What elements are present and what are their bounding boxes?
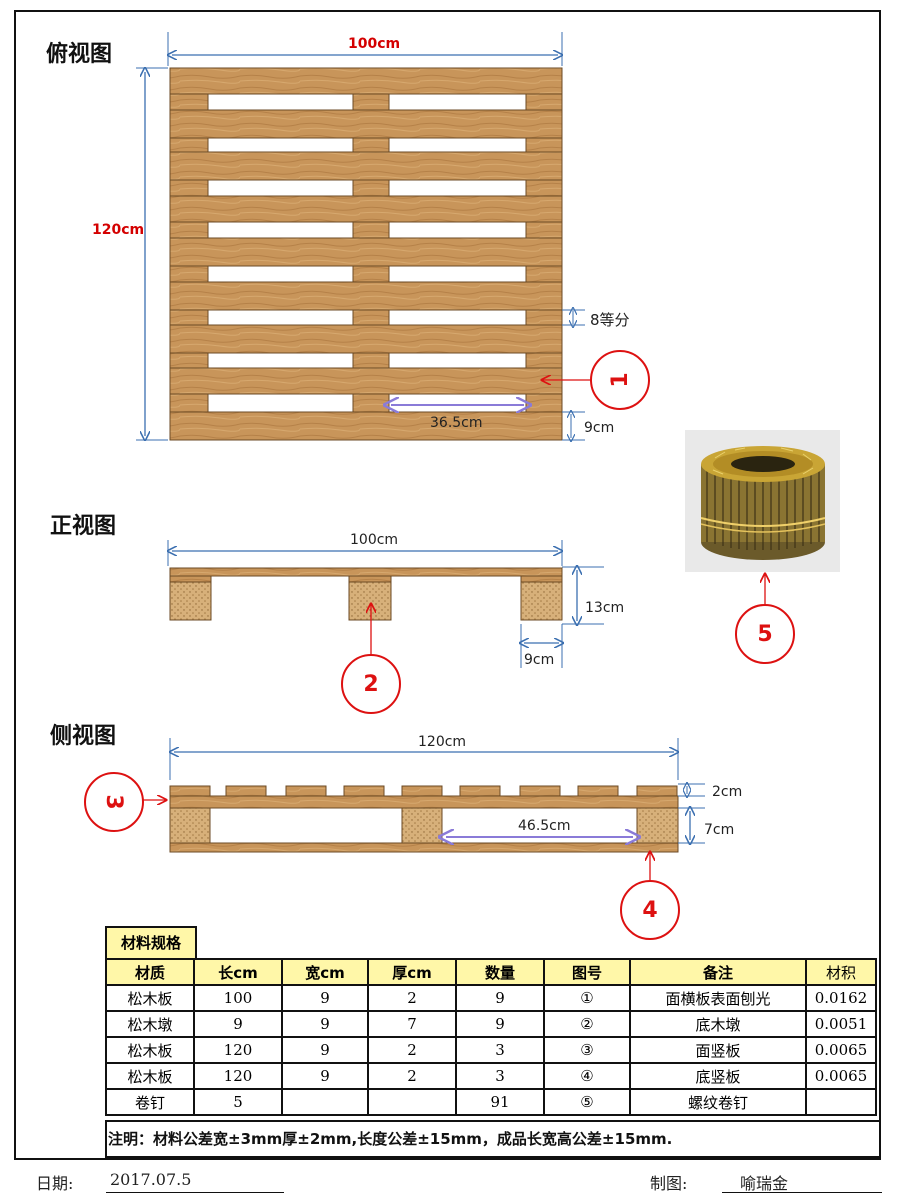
table-cell: 卷钉 [105,1088,195,1116]
table-cell: 松木板 [105,1062,195,1090]
table-cell: 底木墩 [629,1010,807,1038]
table-cell: 2 [367,1036,457,1064]
top-view [136,32,590,440]
front-view-title: 正视图 [50,514,117,539]
table-cell [367,1088,457,1116]
table-cell: 2 [367,984,457,1012]
table-row: 松木板 120 9 2 3 ③ 面竖板 0.0065 [105,1036,877,1064]
date-value: 2017.07.5 [110,1170,192,1189]
divisions-label: 8等分 [590,311,630,329]
front-view [168,540,604,668]
side-view-title: 侧视图 [50,724,117,749]
callout-1: 1 [590,350,650,410]
table-cell: 9 [281,1062,369,1090]
drawer-label: 制图: [650,1174,688,1193]
top-height-label: 120cm [92,222,145,238]
gap-span-label: 36.5cm [430,415,483,431]
top-width-label: 100cm [348,36,401,52]
header-cell: 图号 [543,958,631,986]
table-cell: 91 [455,1088,545,1116]
block-width-label: 9cm [524,652,555,668]
table-cell: 面横板表面刨光 [629,984,807,1012]
table-row: 松木板 100 9 2 9 ① 面横板表面刨光 0.0162 [105,984,877,1012]
side-view [140,574,765,880]
table-cell: 松木板 [105,1036,195,1064]
header-cell: 材积 [805,958,877,986]
table-cell: ① [543,984,631,1012]
table-cell: 9 [193,1010,283,1038]
header-cell: 备注 [629,958,807,986]
callout-5: 5 [735,604,795,664]
table-cell: 3 [455,1062,545,1090]
table-cell: ② [543,1010,631,1038]
note-box [105,1120,881,1158]
table-row: 松木板 120 9 2 3 ④ 底竖板 0.0065 [105,1062,877,1090]
header-cell: 材质 [105,958,195,986]
date-underline [106,1192,284,1193]
side-board-label: 2cm [712,784,743,800]
table-cell: 松木墩 [105,1010,195,1038]
drawer-value: 喻瑞金 [740,1174,789,1193]
callout-2: 2 [341,654,401,714]
header-cell: 数量 [455,958,545,986]
side-block-label: 7cm [704,822,735,838]
table-cell: ⑤ [543,1088,631,1116]
top-view-title: 俯视图 [46,42,113,67]
table-cell: 0.0051 [805,1010,877,1038]
table-row: 松木墩 9 9 7 9 ② 底木墩 0.0051 [105,1010,877,1038]
table-cell: 7 [367,1010,457,1038]
table-cell: 松木板 [105,984,195,1012]
table-cell [805,1088,877,1116]
table-cell: 面竖板 [629,1036,807,1064]
header-cell: 长cm [193,958,283,986]
date-label: 日期: [36,1174,74,1193]
spec-header-row: 材质 长cm 宽cm 厚cm 数量 图号 备注 材积 [105,958,877,986]
side-length-label: 120cm [418,734,467,750]
stringer-width-label: 9cm [584,420,615,436]
table-cell: 0.0162 [805,984,877,1012]
table-cell: 螺纹卷钉 [629,1088,807,1116]
table-cell: 100 [193,984,283,1012]
table-cell: ③ [543,1036,631,1064]
table-cell: ④ [543,1062,631,1090]
front-height-label: 13cm [585,600,625,616]
front-width-label: 100cm [350,532,399,548]
table-cell [281,1088,369,1116]
table-row: 卷钉 5 91 ⑤ 螺纹卷钉 [105,1088,877,1116]
table-cell: 5 [193,1088,283,1116]
drawer-underline [722,1192,882,1193]
table-cell: 120 [193,1036,283,1064]
header-cell: 厚cm [367,958,457,986]
spec-table: 材质 长cm 宽cm 厚cm 数量 图号 备注 材积 松木板 100 9 2 9… [105,958,877,1116]
table-cell: 0.0065 [805,1062,877,1090]
table-cell: 0.0065 [805,1036,877,1064]
callout-4: 4 [620,880,680,940]
table-cell: 2 [367,1062,457,1090]
side-gap-label: 46.5cm [518,818,571,834]
table-cell: 9 [281,984,369,1012]
drawing-frame [14,10,881,1160]
table-cell: 9 [455,984,545,1012]
table-cell: 底竖板 [629,1062,807,1090]
header-cell: 宽cm [281,958,369,986]
tolerance-note: 注明：材料公差宽±3mm厚±2mm,长度公差±15mm，成品长宽高公差±15mm… [108,1130,673,1148]
coil-nails-photo [685,430,840,572]
callout-3: 3 [84,772,144,832]
spec-title: 材料规格 [105,926,197,958]
table-cell: 9 [281,1036,369,1064]
table-cell: 3 [455,1036,545,1064]
table-cell: 9 [281,1010,369,1038]
table-cell: 9 [455,1010,545,1038]
table-cell: 120 [193,1062,283,1090]
